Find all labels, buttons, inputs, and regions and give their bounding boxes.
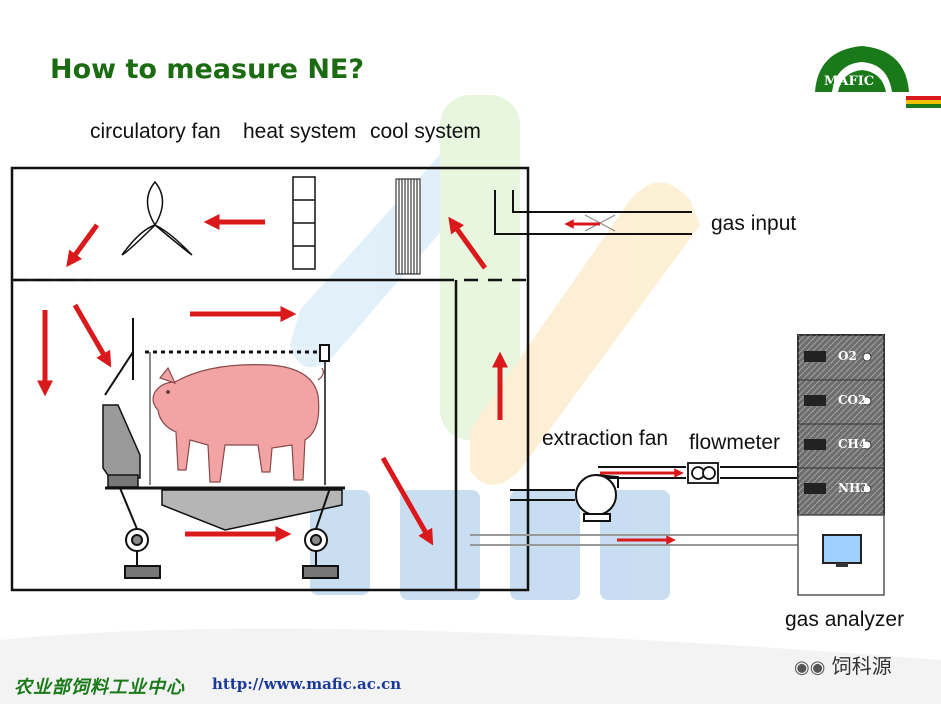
label-flowmeter: flowmeter: [689, 431, 781, 454]
extraction-pipe: [470, 466, 800, 546]
label-gas-input: gas input: [711, 212, 797, 235]
airflow-arrows: [36, 213, 684, 546]
extraction-fan-icon: [575, 474, 619, 522]
wechat-icon: ◉◉: [794, 657, 826, 678]
analyzer-slot-co2: CO2: [838, 393, 867, 407]
flowmeter-icon: [687, 462, 719, 484]
monitor-icon: [822, 534, 862, 564]
label-extraction-fan: extraction fan: [542, 427, 669, 450]
circulatory-fan-icon: [121, 180, 193, 256]
arrow-up-cool: [448, 216, 488, 270]
footer-swoosh: [0, 628, 941, 704]
analyzer-slot-nh3: NH3: [838, 481, 869, 495]
chamber-outer-wall: [10, 166, 530, 592]
footer-url[interactable]: http://www.mafic.ac.cn: [212, 675, 402, 693]
logo-text: MAFIC: [824, 74, 875, 89]
gas-analyzer: [797, 334, 885, 596]
arrow-diag-cage: [72, 303, 112, 368]
arrow-fan-down: [66, 223, 100, 268]
arrow-diag-down: [380, 456, 434, 546]
cool-system-icon: [395, 178, 421, 275]
analyzer-slot-ch4: CH4: [838, 437, 868, 451]
pig-cage: [104, 318, 345, 490]
footer-org-name: 农业部饲料工业中心: [14, 677, 185, 698]
chamber: [10, 166, 530, 592]
wechat-watermark: ◉◉ 饲科源: [794, 650, 892, 679]
pig: [152, 364, 324, 483]
mafic-logo: [815, 46, 941, 108]
label-circulatory-fan: circulatory fan: [90, 120, 221, 143]
label-cool-system: cool system: [370, 120, 481, 143]
label-gas-analyzer: gas analyzer: [785, 608, 905, 631]
heat-system-icon: [292, 176, 316, 270]
feeder: [102, 404, 141, 488]
manure-funnel: [161, 489, 343, 531]
page-title: How to measure NE?: [50, 54, 365, 85]
wechat-label: 饲科源: [831, 654, 892, 678]
label-heat-system: heat system: [243, 120, 357, 143]
analyzer-slot-o2: O2: [838, 349, 857, 363]
cart-wheels: [119, 487, 339, 579]
